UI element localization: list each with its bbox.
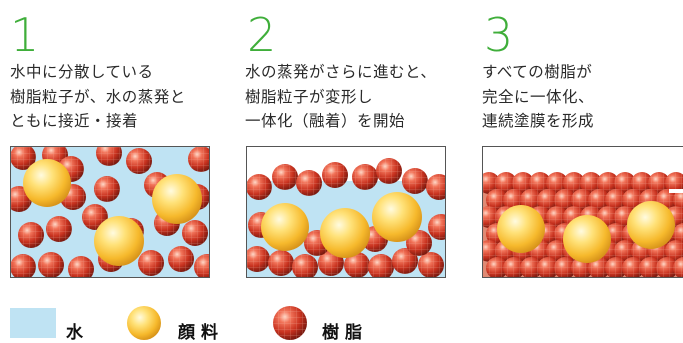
pigment-particle [372,192,422,242]
step-number: 1 [10,8,40,62]
resin-particle [546,206,568,228]
resin-particle [68,256,94,277]
resin-swatch-icon [273,306,307,340]
step-number: 2 [247,8,277,62]
resin-particle [126,148,152,174]
resin-particle [614,172,636,194]
pigment-particle [261,203,309,251]
resin-particle [673,189,683,211]
resin-particle [188,147,209,172]
resin-particle [38,252,64,277]
resin-particle [247,174,272,200]
resin-particle [563,172,585,194]
resin-particle [605,257,627,277]
pigment-particle [23,159,71,207]
resin-particle [512,172,534,194]
deformation-illustration [247,158,445,277]
resin-particle [168,246,194,272]
resin-particle [537,189,559,211]
resin-particle [483,206,500,228]
resin-particle [402,168,428,194]
diagram-panel-3 [482,146,683,278]
resin-particle [11,254,36,277]
resin-particle [580,172,602,194]
resin-particle [11,147,36,170]
pigment-particle [94,216,144,266]
film-highlight [669,189,683,193]
legend-pigment-label: 顔料 [178,323,224,343]
pigment-particle [627,201,675,249]
step-number: 3 [484,8,514,62]
pigment-particle [497,205,545,253]
resin-particle [483,172,500,194]
resin-particle [537,257,559,277]
resin-particle [571,189,593,211]
resin-particle [673,257,683,277]
resin-particle [392,248,418,274]
resin-particle [520,257,542,277]
legend-resin-label: 樹脂 [322,323,368,343]
diagram-panel-2 [246,146,446,278]
resin-particle [344,252,370,277]
resin-particle [272,164,298,190]
step-description: 水の蒸発がさらに進むと、 樹脂粒子が変形し 一体化（融着）を開始 [245,63,437,130]
resin-particle [94,176,120,202]
resin-particle [138,250,164,276]
resin-particle [639,257,661,277]
resin-particle [631,172,653,194]
resin-particle [546,172,568,194]
resin-particle [656,257,678,277]
pigment-swatch-icon [127,306,161,340]
resin-particle [96,147,122,166]
step-description: すべての樹脂が 完全に一体化、 連続塗膜を形成 [482,63,595,130]
resin-particle [554,189,576,211]
resin-particle [18,222,44,248]
resin-particle [622,257,644,277]
resin-particle [503,257,525,277]
resin-particle [588,189,610,211]
resin-particle [486,257,508,277]
step-description: 水中に分散している 樹脂粒子が、水の蒸発と ともに接近・接着 [10,63,186,130]
resin-particle [546,240,568,262]
pigment-particle [563,215,611,263]
resin-particle [46,216,72,242]
pigment-particle [320,208,370,258]
resin-particle [418,252,444,277]
resin-particle [483,240,500,262]
resin-particle [605,189,627,211]
resin-particle [426,174,445,200]
resin-particle [673,223,683,245]
resin-particle [486,189,508,211]
resin-particle [352,164,378,190]
resin-particle [495,172,517,194]
resin-particle [665,240,683,262]
resin-particle [376,158,402,184]
resin-particle [322,162,348,188]
resin-particle [182,220,208,246]
resin-particle [194,254,209,277]
continuous-film-illustration [483,147,683,277]
resin-particle [665,172,683,194]
resin-particle [428,214,445,240]
resin-particle [292,254,318,277]
resin-particle [554,257,576,277]
resin-particle [247,246,270,272]
resin-particle [529,172,551,194]
diagram-panel-1 [10,146,210,278]
pigment-particle [152,174,202,224]
resin-particle [614,240,636,262]
resin-particle [597,172,619,194]
resin-particle [296,170,322,196]
resin-particle [648,172,670,194]
water-swatch [10,308,56,338]
resin-particle [268,250,294,276]
resin-particle [368,254,394,277]
dispersion-illustration [11,147,209,277]
legend-water-label: 水 [66,323,89,343]
